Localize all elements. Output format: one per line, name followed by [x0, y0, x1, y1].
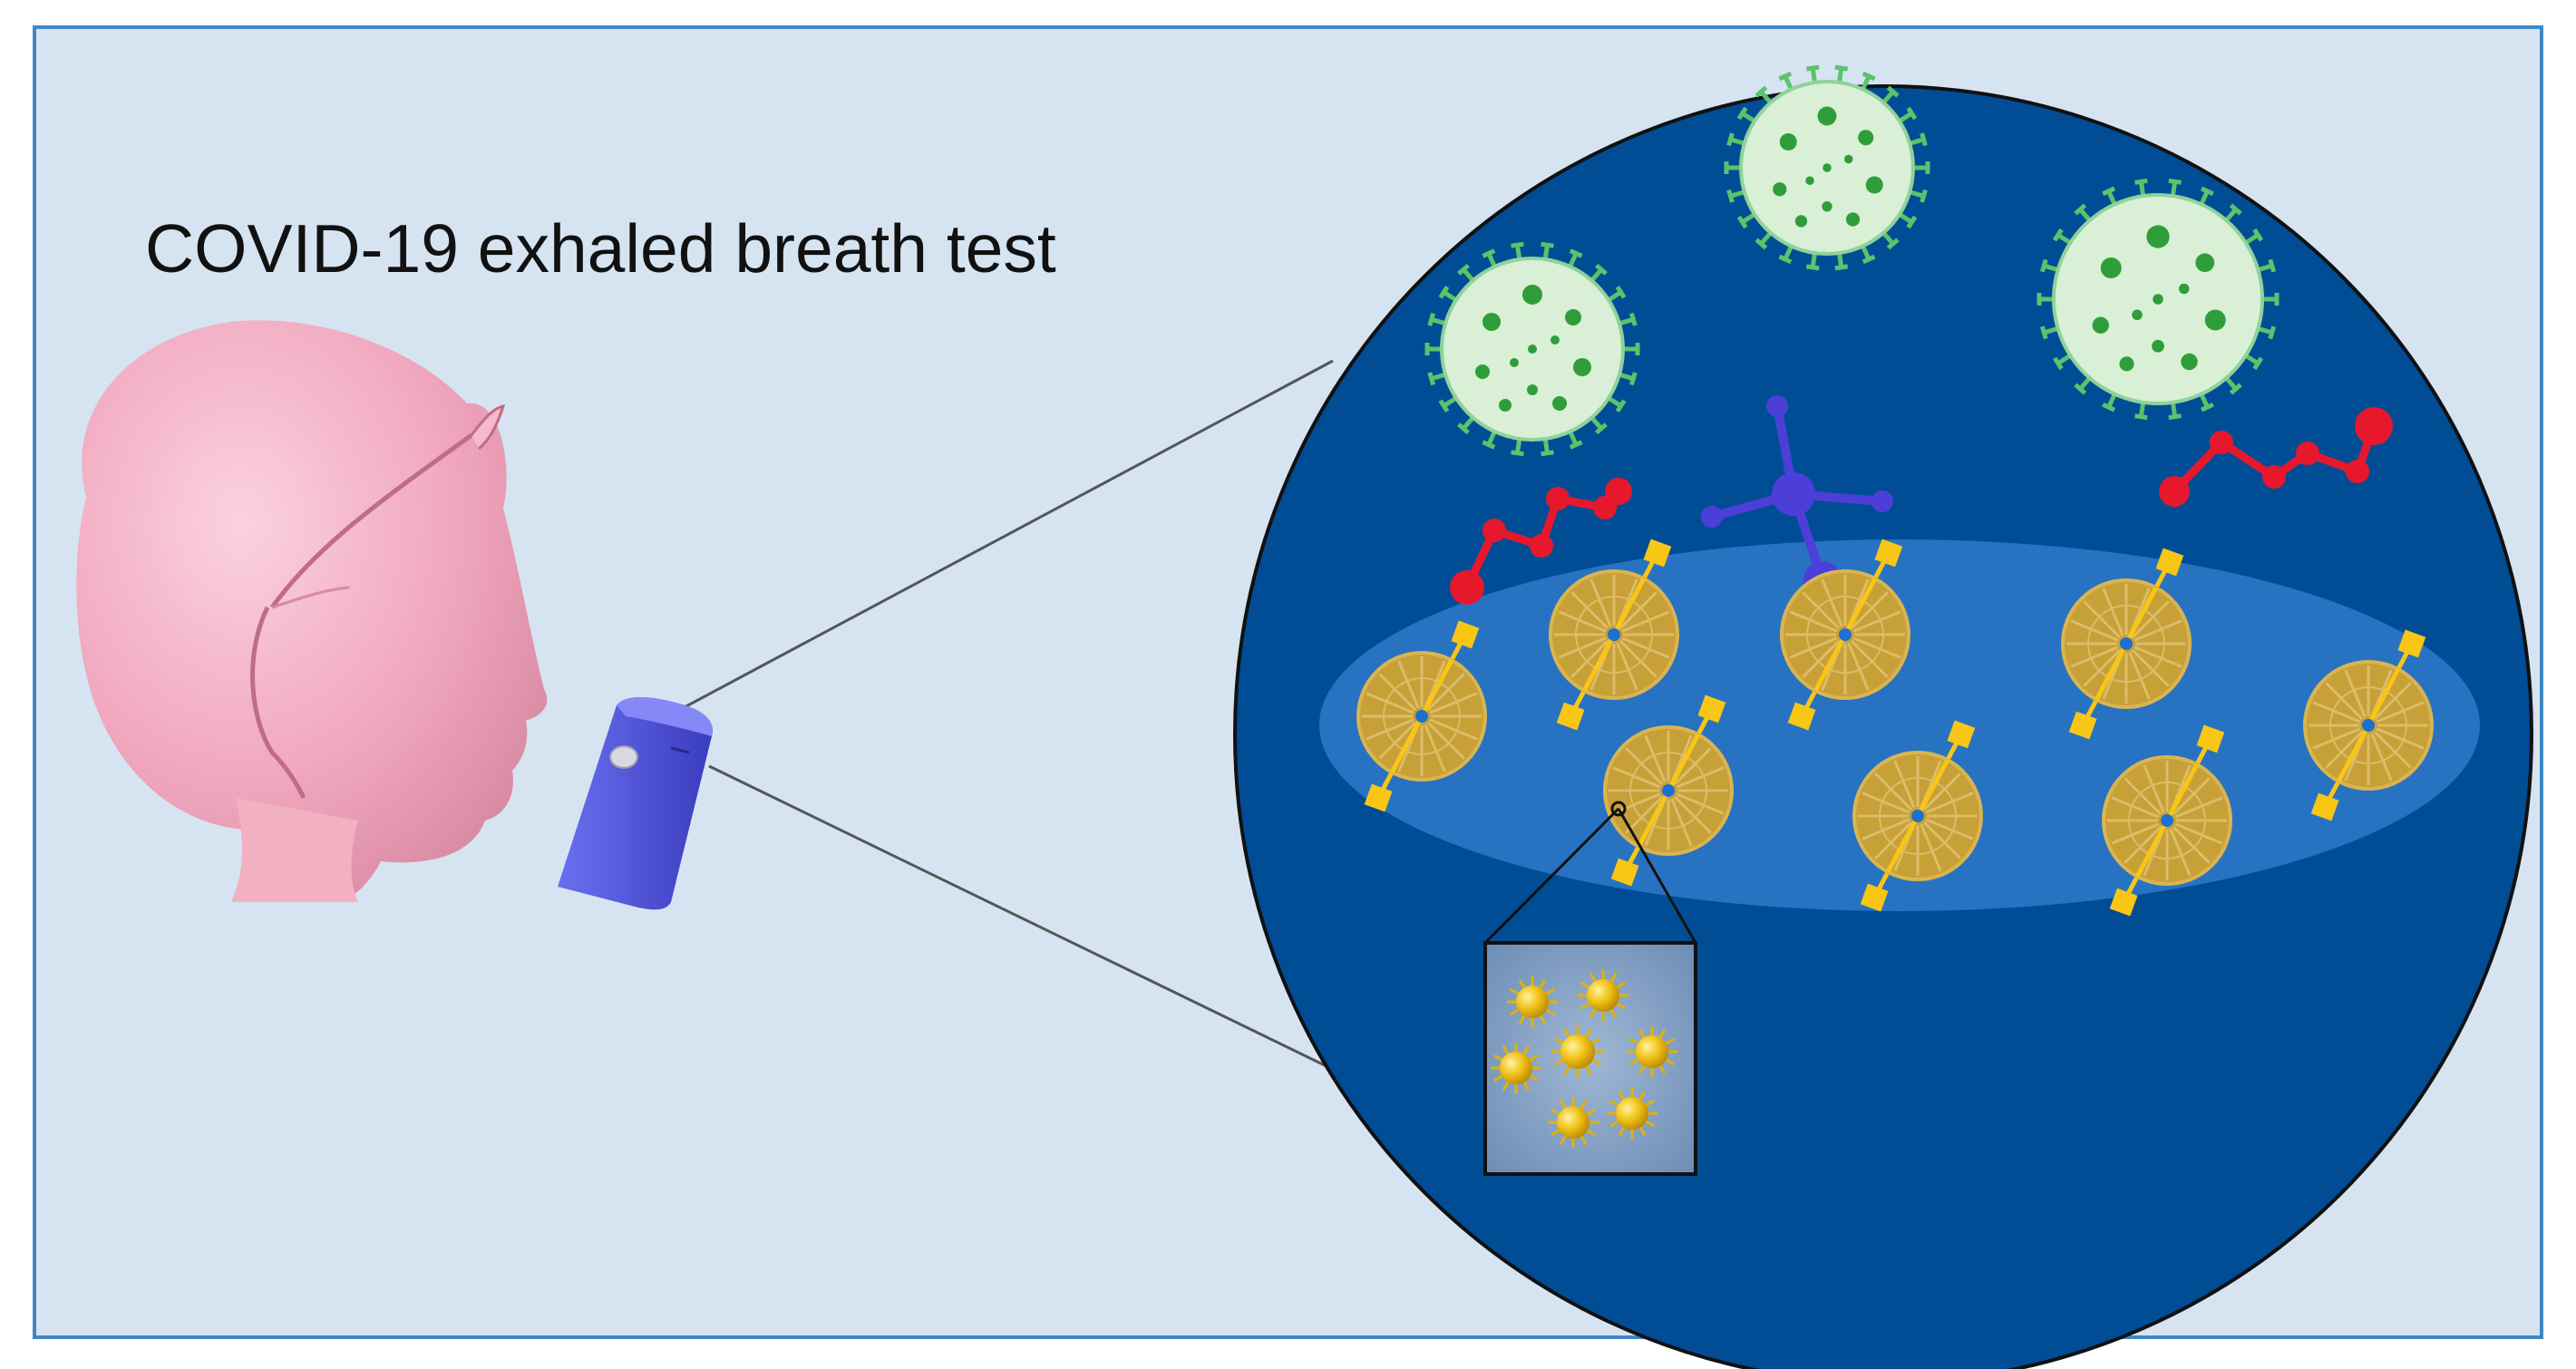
gold-nanoparticle-icon [1548, 1097, 1599, 1148]
nanoparticle-sensor-icon [1603, 694, 1734, 887]
nanoparticle-sensor-icon [2102, 724, 2232, 917]
gold-nanoparticle-inset [1483, 941, 1697, 1176]
gold-nanoparticle-icon [1578, 970, 1628, 1021]
gold-nanoparticle-icon [1607, 1088, 1657, 1139]
voc-molecule-icon [2159, 407, 2393, 507]
voc-molecule-icon [1701, 395, 1893, 599]
head-icon [76, 320, 548, 902]
gold-nanoparticle-icon [1507, 976, 1558, 1027]
nanoparticle-sensor-icon [1852, 720, 1983, 912]
device-button-icon [609, 745, 638, 769]
diagram-title: COVID-19 exhaled breath test [145, 210, 1056, 286]
gold-nanoparticle-icon [1551, 1025, 1604, 1078]
nanoparticle-sensor-icon [2303, 629, 2434, 821]
coronavirus-icon [1424, 241, 1640, 457]
coronavirus-icon [2036, 178, 2280, 421]
gold-nanoparticle-icon [1491, 1043, 1541, 1093]
nanoparticle-sensor-icon [1549, 539, 1679, 731]
nanoparticle-sensor-icon [1356, 620, 1487, 812]
nanoparticle-sensor-icon [2061, 548, 2192, 740]
zoom-lines [684, 359, 1363, 1085]
breathalyzer-device-icon [558, 697, 713, 910]
magnified-view [1233, 64, 2533, 1369]
nanoparticle-sensor-icon [1780, 539, 1910, 731]
highlight-ring [1610, 801, 1627, 817]
gold-nanoparticle-icon [1627, 1026, 1677, 1077]
voc-molecule-icon [1450, 478, 1632, 605]
coronavirus-icon [1724, 64, 1930, 271]
